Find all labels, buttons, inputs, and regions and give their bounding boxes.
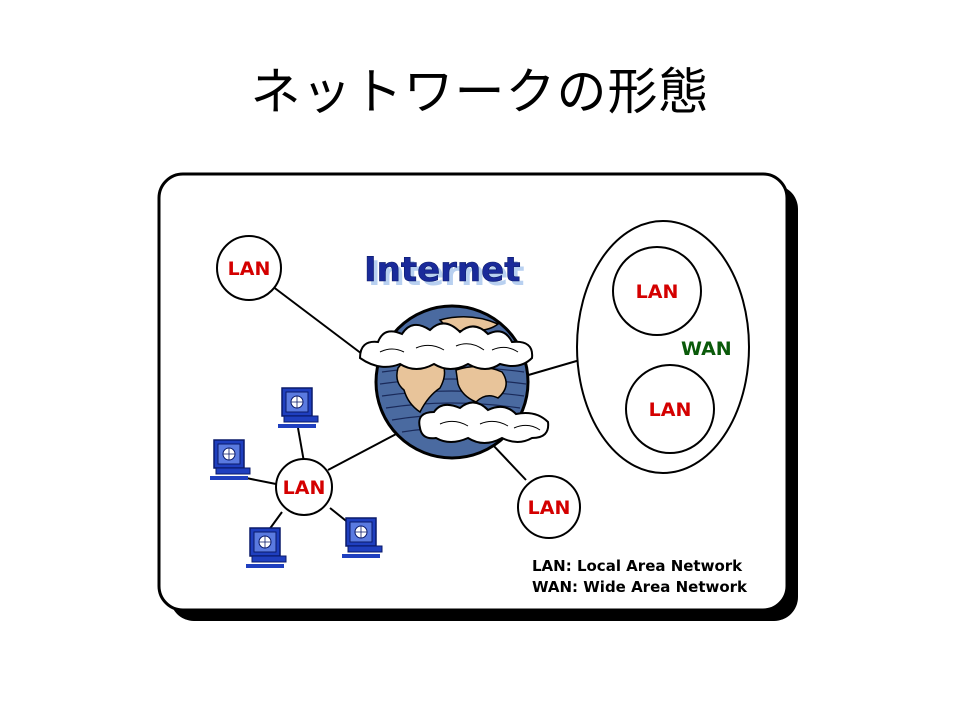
legend-wan: WAN: Wide Area Network	[532, 578, 748, 596]
lan-label: LAN	[283, 477, 326, 499]
lan-node-bottom: LAN	[517, 475, 581, 539]
computer-icon	[210, 439, 251, 480]
lan-label: LAN	[636, 281, 679, 303]
slide-title: ネットワークの形態	[250, 63, 710, 121]
link-lan-topleft	[271, 285, 371, 361]
link-computer-left	[245, 477, 277, 485]
lan-label: LAN	[228, 258, 271, 280]
lan-node-center: LAN	[275, 458, 333, 516]
link-lan-center	[327, 431, 401, 471]
internet-label: Internet	[364, 250, 520, 290]
wan-label: WAN	[681, 338, 732, 360]
link-wan-group	[524, 359, 581, 377]
computer-icon	[342, 517, 383, 558]
lan-node-wan-top: LAN	[612, 246, 702, 336]
lan-label: LAN	[649, 399, 692, 421]
lan-node-wan-bottom: LAN	[625, 364, 715, 454]
lan-node-topleft: LAN	[216, 235, 282, 301]
computer-icon	[278, 387, 319, 428]
computer-icon	[246, 527, 287, 568]
globe-icon	[358, 304, 550, 460]
lan-label: LAN	[528, 497, 571, 519]
link-computer-top	[297, 427, 305, 463]
internet-label-shadow: Internet	[368, 254, 524, 294]
legend-lan: LAN: Local Area Network	[532, 557, 743, 575]
link-lan-bottom	[491, 443, 527, 481]
